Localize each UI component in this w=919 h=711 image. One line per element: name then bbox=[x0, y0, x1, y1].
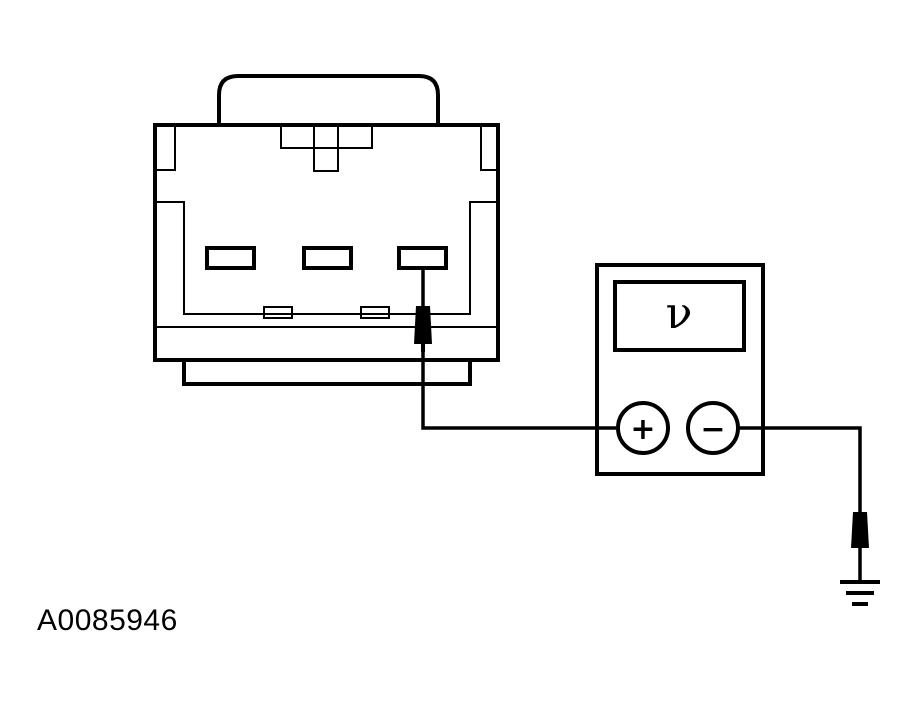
connector-key-center bbox=[313, 124, 339, 172]
terminal-cavity-1 bbox=[205, 246, 256, 270]
connector-bottom-flange bbox=[182, 358, 472, 386]
terminal-cavity-2 bbox=[302, 246, 353, 270]
voltmeter-display-symbol: ν bbox=[666, 288, 693, 339]
connector-slot-2 bbox=[360, 306, 390, 319]
voltmeter-display bbox=[613, 280, 746, 352]
connector-inner-cavity bbox=[154, 201, 499, 315]
positive-lead bbox=[414, 268, 616, 430]
connector-latch-tab bbox=[217, 74, 440, 127]
figure-id: A0085946 bbox=[37, 604, 178, 637]
positive-terminal bbox=[616, 401, 670, 455]
terminal-cavity-3 bbox=[397, 246, 448, 270]
connector-corner-guide-right bbox=[480, 124, 499, 171]
voltmeter-body bbox=[595, 263, 765, 476]
connector-housing bbox=[153, 123, 500, 362]
positive-terminal-label: + bbox=[630, 412, 655, 447]
ground-symbol-icon bbox=[840, 580, 880, 606]
connector-slot-1 bbox=[263, 306, 293, 319]
voltmeter: ν + − bbox=[595, 263, 765, 476]
connector-corner-guide-left bbox=[154, 124, 176, 171]
negative-terminal-label: − bbox=[700, 412, 725, 447]
connector bbox=[153, 74, 500, 386]
ground-probe-icon bbox=[851, 512, 869, 548]
negative-lead bbox=[738, 426, 880, 606]
test-probe-icon bbox=[414, 306, 432, 352]
connector-key-outer bbox=[280, 124, 373, 149]
